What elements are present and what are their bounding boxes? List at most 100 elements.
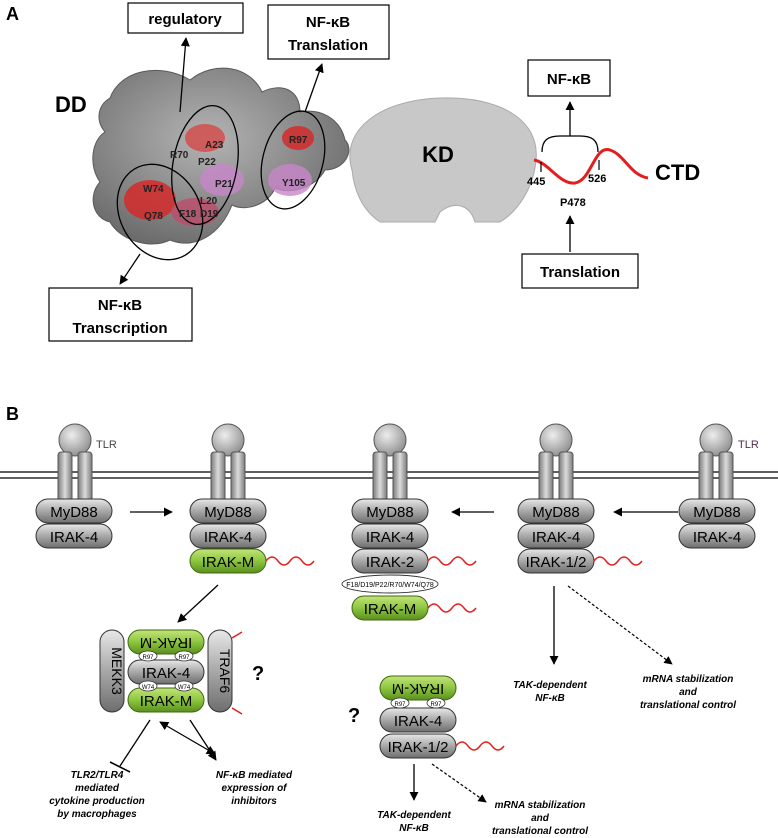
panel-a-label: A: [6, 4, 19, 24]
svg-text:NF-κB mediated: NF-κB mediated: [216, 770, 293, 781]
panel-b-label: B: [6, 404, 19, 424]
receptor-2: [210, 423, 246, 503]
translation-region-circle: [260, 110, 326, 210]
receptor-3: [372, 423, 408, 503]
residue-p21: P21: [215, 179, 233, 190]
svg-text:TLR2/TLR4: TLR2/TLR4: [71, 770, 124, 781]
receptor-4: [538, 423, 574, 503]
oval-residues: F18/D19/P22/R70/W74/Q78: [346, 582, 434, 589]
residue-q78: Q78: [144, 211, 163, 222]
regulatory-box-label: regulatory: [148, 11, 222, 28]
nfkb-transcription-box: [48, 287, 193, 342]
r97-a: R97: [142, 655, 154, 661]
complex-col3: MyD88 IRAK-4 IRAK-2 F18/D19/P22/R70/W74/…: [341, 498, 477, 621]
translation-box: [521, 253, 639, 289]
arrow-col2-down: [177, 584, 219, 623]
pos-526: 526: [588, 173, 606, 185]
question-mark-1: ?: [252, 663, 264, 685]
svg-text:and: and: [679, 687, 698, 698]
arrow-feedback: [159, 721, 216, 755]
residue-f18: F18: [179, 209, 197, 220]
pos-445: 445: [527, 176, 545, 188]
myd88-1: MyD88: [50, 504, 98, 521]
arrow-to-regulatory: [179, 37, 190, 113]
ctd-label: CTD: [655, 160, 700, 185]
irak4-3: IRAK-4: [366, 529, 414, 546]
mekk3: MEKK3: [109, 647, 125, 695]
receptor-5: [698, 423, 734, 503]
r97-c: R97: [394, 702, 406, 708]
kd-label: KD: [422, 142, 454, 167]
arrow-to-nfkb-translation: [304, 63, 324, 113]
residue-p22: P22: [198, 157, 216, 168]
nfkb-transcription-line2: Transcription: [72, 320, 167, 337]
arrow-to-inhibitors: [189, 719, 217, 761]
svg-text:TAK-dependent: TAK-dependent: [377, 810, 451, 821]
svg-text:NF-κB: NF-κB: [399, 823, 429, 834]
irak4-5: IRAK-4: [693, 529, 741, 546]
svg-text:expression of: expression of: [221, 783, 288, 794]
death-domain-surface: [92, 67, 350, 245]
residue-r97: R97: [289, 135, 308, 146]
w74-a: W74: [142, 685, 155, 691]
traf6: TRAF6: [217, 649, 233, 694]
mid-tak-text: TAK-dependent NF-κB: [377, 810, 451, 834]
r97-d: R97: [430, 702, 442, 708]
w74-b: W74: [178, 685, 191, 691]
irak2-3: IRAK-2: [366, 554, 414, 571]
svg-text:mediated: mediated: [75, 783, 120, 794]
tlr-label-right: TLR: [738, 439, 759, 451]
arrow-mid-mrna: [431, 763, 487, 803]
nfkb-translation-line1: NF-κB: [306, 14, 350, 31]
complex-col4: MyD88 IRAK-4 IRAK-1/2: [517, 498, 643, 574]
tlr-label-left: TLR: [96, 439, 117, 451]
complex-col5: MyD88 IRAK-4: [678, 498, 756, 549]
irakm-bottom: IRAK-M: [140, 693, 193, 710]
regulatory-region-circle: [171, 105, 239, 225]
nfkb-transcription-line1: NF-κB: [98, 297, 142, 314]
inhibit-bar: [109, 761, 131, 773]
receptor-1: [57, 423, 93, 503]
irak4-mid: IRAK-4: [394, 713, 442, 730]
ctd-curve: [533, 148, 649, 185]
svg-text:TAK-dependent: TAK-dependent: [513, 680, 587, 691]
irakm-inverted-2: IRAK-M: [392, 680, 445, 697]
residue-a23: A23: [205, 140, 224, 151]
nfkb-translation-box: [267, 4, 390, 60]
svg-text:translational control: translational control: [640, 700, 736, 711]
myd88-4: MyD88: [532, 504, 580, 521]
regulatory-box: [127, 2, 244, 34]
complex-irakm-irak12: IRAK-M R97 R97 IRAK-4 IRAK-1/2: [379, 675, 505, 759]
residue-y105: Y105: [282, 178, 306, 189]
question-mark-2: ?: [348, 705, 360, 727]
nfkb-translation-line2: Translation: [288, 37, 368, 54]
irak4-2: IRAK-4: [204, 529, 252, 546]
ctd-bracket: [541, 135, 599, 153]
nfkb-top-label: NF-κB: [547, 71, 591, 88]
pos-p478: P478: [560, 197, 586, 209]
svg-text:translational control: translational control: [492, 826, 588, 837]
irak12-4: IRAK-1/2: [526, 554, 587, 571]
irak4-1: IRAK-4: [50, 529, 98, 546]
dd-residue-labels: R70 A23 P22 P21 W74 L20 Q78 F18 D19 R97 …: [143, 135, 308, 222]
col4-mrna-text: mRNA stabilization and translational con…: [640, 674, 736, 711]
svg-text:cytokine production: cytokine production: [49, 796, 145, 807]
svg-text:mRNA stabilization: mRNA stabilization: [643, 674, 734, 685]
inhibit-line: [119, 719, 151, 767]
col4-tak-text: TAK-dependent NF-κB: [513, 680, 587, 704]
residue-r70: R70: [170, 150, 189, 161]
irakm-2: IRAK-M: [202, 554, 255, 571]
svg-text:by macrophages: by macrophages: [57, 809, 137, 820]
residue-w74: W74: [143, 184, 164, 195]
myd88-3: MyD88: [366, 504, 414, 521]
myd88-2: MyD88: [204, 504, 252, 521]
svg-text:inhibitors: inhibitors: [231, 796, 277, 807]
residue-d19: D19: [200, 209, 219, 220]
svg-text:NF-κB: NF-κB: [535, 693, 565, 704]
kinase-domain-shape: [349, 97, 537, 223]
complex-col2: MyD88 IRAK-4 IRAK-M: [189, 498, 315, 574]
nfkb-top-box: [527, 59, 611, 97]
transcription-region-circle: [116, 163, 204, 261]
complex-irakm-dimer: MEKK3 TRAF6 IRAK-M IRAK-4 IRAK-M R97 R97…: [99, 629, 243, 715]
complex-col1: MyD88 IRAK-4: [35, 498, 113, 549]
